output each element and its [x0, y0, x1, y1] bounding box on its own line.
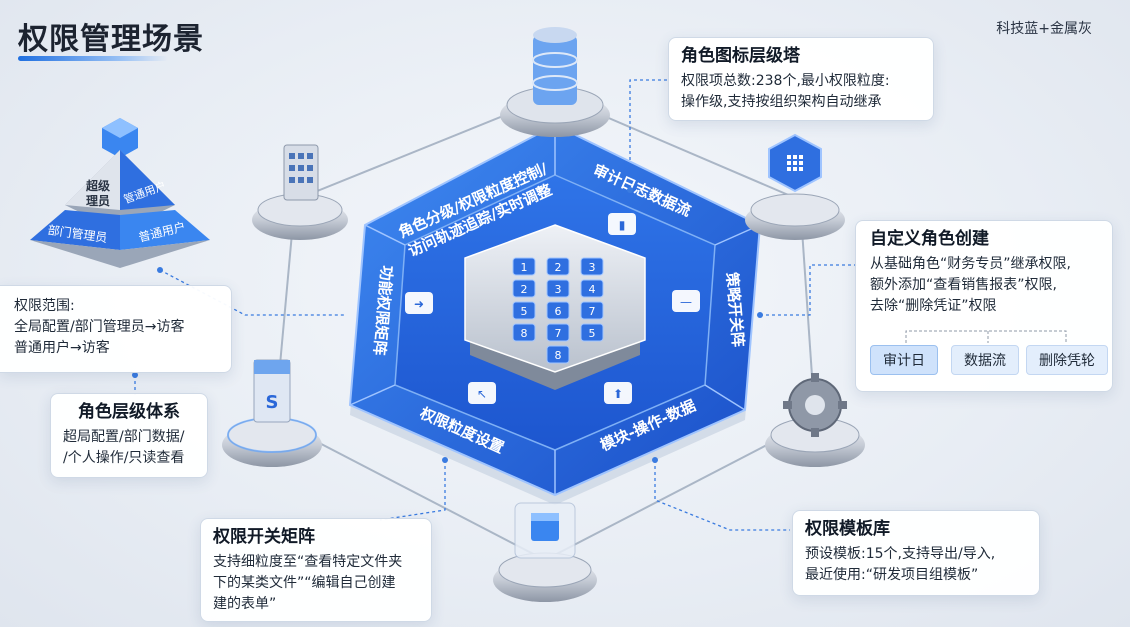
keypad-key[interactable]: 3 [580, 257, 604, 276]
keypad-key-label: 4 [589, 283, 596, 296]
tag-dataflow[interactable]: 数据流 [951, 345, 1019, 375]
keypad-key-label: 2 [521, 283, 528, 296]
arrow-up-icon: ⬆ [613, 387, 623, 401]
keypad-key[interactable]: 7 [580, 301, 604, 320]
page-title: 权限管理场景 [18, 22, 204, 57]
keypad-key-label: 8 [521, 327, 528, 340]
permission-switch-line-2: 下的某类文件”“编辑自己创建 [213, 575, 396, 591]
custom-role-card: 自定义角色创建 从基础角色“财务专员”继承权限, 额外添加“查看销售报表”权限,… [855, 220, 1113, 392]
role-hierarchy-card: 角色层级体系 超局配置/部门数据/ /个人操作/只读查看 [50, 393, 208, 478]
scope-line-2: 普通用户→访客 [14, 340, 110, 356]
svg-text:S: S [266, 392, 279, 413]
minus-icon: — [680, 295, 692, 309]
custom-role-line-1: 从基础角色“财务专员”继承权限, [870, 256, 1071, 272]
keypad-key[interactable]: 8 [546, 345, 570, 364]
keypad-key[interactable]: 2 [546, 257, 570, 276]
role-tower-card: 角色图标层级塔 权限项总数:238个,最小权限粒度: 操作级,支持按组织架构自动… [668, 37, 934, 121]
custom-role-line-2: 额外添加“查看销售报表”权限, [870, 277, 1057, 293]
keypad-key[interactable]: 2 [512, 279, 536, 298]
pedestal-bottom [493, 502, 597, 602]
custom-role-title: 自定义角色创建 [870, 229, 989, 249]
keypad-key[interactable]: 8 [512, 323, 536, 342]
permission-switch-card: 权限开关矩阵 支持细粒度至“查看特定文件夹 下的某类文件”“编辑自己创建 建的表… [200, 518, 432, 622]
tag-audit[interactable]: 审计日 [870, 345, 938, 375]
keypad-key-label: 6 [555, 305, 562, 318]
segment-icons [405, 213, 700, 404]
pedestal-right-top [745, 133, 845, 240]
keypad-key[interactable]: 7 [546, 323, 570, 342]
pedestal-left-top [252, 144, 348, 240]
role-tower-title: 角色图标层级塔 [681, 46, 800, 66]
role-hierarchy-title: 角色层级体系 [78, 402, 180, 422]
role-hierarchy-line-2: /个人操作/只读查看 [63, 450, 185, 466]
pedestal-right-bottom [765, 373, 865, 467]
scope-heading: 权限范围: [14, 298, 75, 314]
title-underline [18, 56, 168, 61]
permission-switch-title: 权限开关矩阵 [213, 527, 315, 547]
template-library-card: 权限模板库 预设模板:15个,支持导出/导入, 最近使用:“研发项目组模板” [792, 510, 1040, 596]
keypad-key[interactable]: 5 [512, 301, 536, 320]
pyramid-top-left-1: 超级 [85, 178, 110, 193]
custom-role-line-3: 去除“删除凭证”权限 [870, 298, 997, 314]
keypad-key-label: 5 [589, 327, 596, 340]
template-library-title: 权限模板库 [805, 519, 890, 539]
keypad-key-label: 7 [589, 305, 596, 318]
keypad-key-label: 5 [521, 305, 528, 318]
pedestal-left-bottom: S [222, 359, 322, 467]
keypad-key-label: 2 [555, 261, 562, 274]
template-library-line-2: 最近使用:“研发项目组模板” [805, 567, 979, 583]
role-hierarchy-line-1: 超局配置/部门数据/ [63, 429, 185, 445]
arrow-up-left-icon: ↖ [477, 387, 487, 401]
arrow-right-icon: ➜ [414, 297, 424, 311]
keypad-key[interactable]: 5 [580, 323, 604, 342]
role-pyramid [30, 118, 210, 268]
keypad-key[interactable]: 3 [546, 279, 570, 298]
permission-switch-line-1: 支持细粒度至“查看特定文件夹 [213, 554, 403, 570]
keypad-keys: 1 2 3 2 3 4 5 6 7 8 7 5 8 [512, 257, 604, 364]
template-library-line-1: 预设模板:15个,支持导出/导入, [805, 546, 996, 562]
keypad-key-label: 7 [555, 327, 562, 340]
pedestal-top [500, 27, 610, 137]
keypad-key[interactable]: 1 [512, 257, 536, 276]
keypad-key-label: 3 [589, 261, 596, 274]
scope-card: 权限范围: 全局配置/部门管理员→访客 普通用户→访客 [0, 285, 232, 373]
scope-line-1: 全局配置/部门管理员→访客 [14, 319, 185, 335]
keypad-key-label: 3 [555, 283, 562, 296]
keypad-key[interactable]: 6 [546, 301, 570, 320]
callout-dots [132, 187, 763, 463]
permission-switch-line-3: 建的表单” [213, 596, 277, 612]
keypad-key-label: 8 [555, 349, 562, 362]
theme-label: 科技蓝+金属灰 [996, 21, 1092, 37]
keypad-key[interactable]: 4 [580, 279, 604, 298]
role-tower-line-2: 操作级,支持按组织架构自动继承 [681, 94, 882, 110]
doc-icon: ▮ [619, 218, 626, 232]
keypad-block: 1 2 3 2 3 4 5 6 7 8 7 5 8 [464, 224, 646, 390]
role-tower-line-1: 权限项总数:238个,最小权限粒度: [681, 73, 890, 89]
keypad-key-label: 1 [521, 261, 528, 274]
tag-delete-voucher[interactable]: 删除凭轮 [1026, 345, 1108, 375]
pyramid-top-left-2: 理员 [86, 194, 110, 208]
tag-connectors [905, 330, 1067, 343]
